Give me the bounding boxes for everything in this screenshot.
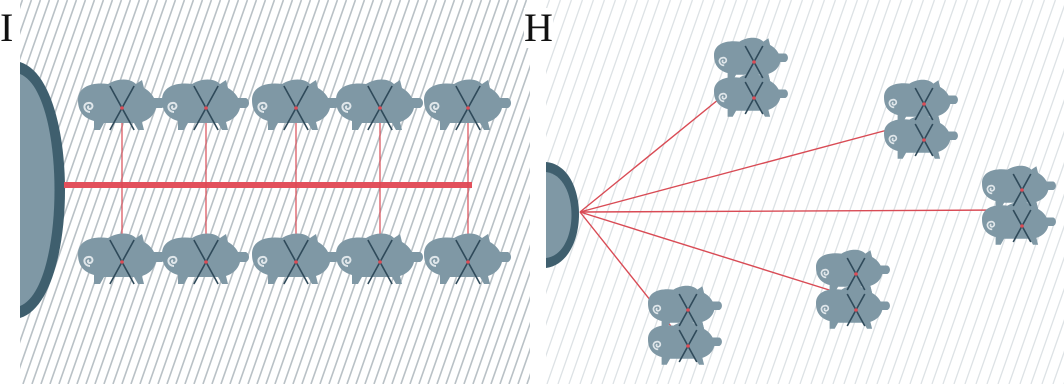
left-diagram bbox=[20, 0, 530, 384]
pig-silhouette-icon bbox=[816, 285, 890, 329]
pig-silhouette-icon bbox=[424, 233, 511, 284]
right-diagram bbox=[546, 0, 1064, 384]
pig-silhouette-icon bbox=[162, 79, 249, 130]
panel-label-left: I bbox=[0, 5, 14, 50]
pig-silhouette-icon bbox=[78, 79, 165, 130]
pig-silhouette-icon bbox=[252, 233, 339, 284]
pig-silhouette-icon bbox=[336, 79, 423, 130]
pig-silhouette-icon bbox=[78, 233, 165, 284]
cross-mark-icon bbox=[1012, 209, 1032, 243]
pig-silhouette-icon bbox=[648, 321, 722, 365]
pig-silhouette-icon bbox=[982, 165, 1056, 209]
cross-mark-icon bbox=[744, 81, 764, 115]
pig-silhouette-icon bbox=[816, 249, 890, 293]
panel-label-right: H bbox=[524, 5, 553, 50]
radial-link bbox=[579, 211, 843, 295]
pig-silhouette-icon bbox=[982, 201, 1056, 245]
radial-link bbox=[579, 123, 911, 213]
cross-mark-icon bbox=[678, 293, 698, 327]
pig-silhouette-icon bbox=[884, 115, 958, 159]
radial-link bbox=[579, 81, 741, 213]
semicircle-hub-icon bbox=[20, 74, 55, 306]
cross-mark-icon bbox=[914, 87, 934, 121]
cross-mark-icon bbox=[914, 123, 934, 157]
right-panel bbox=[546, 0, 1064, 384]
pig-silhouette-icon bbox=[336, 233, 423, 284]
cross-mark-icon bbox=[109, 85, 135, 131]
cross-mark-icon bbox=[744, 45, 764, 79]
cross-mark-icon bbox=[283, 239, 309, 285]
cross-mark-icon bbox=[109, 239, 135, 285]
cross-mark-icon bbox=[367, 85, 393, 131]
cross-mark-icon bbox=[193, 239, 219, 285]
pig-silhouette-icon bbox=[252, 79, 339, 130]
cross-mark-icon bbox=[193, 85, 219, 131]
cross-mark-icon bbox=[1012, 173, 1032, 207]
pig-silhouette-icon bbox=[884, 79, 958, 123]
cross-mark-icon bbox=[455, 239, 481, 285]
cross-mark-icon bbox=[678, 329, 698, 363]
cross-mark-icon bbox=[846, 293, 866, 327]
pig-silhouette-icon bbox=[424, 79, 511, 130]
left-panel bbox=[20, 0, 530, 384]
cross-mark-icon bbox=[367, 239, 393, 285]
cross-mark-icon bbox=[283, 85, 309, 131]
semicircle-hub-icon bbox=[546, 172, 572, 258]
cross-mark-icon bbox=[455, 85, 481, 131]
pig-silhouette-icon bbox=[714, 37, 788, 81]
cross-mark-icon bbox=[846, 257, 866, 291]
radial-link bbox=[579, 209, 1009, 213]
pig-silhouette-icon bbox=[162, 233, 249, 284]
pig-silhouette-icon bbox=[648, 285, 722, 329]
pig-silhouette-icon bbox=[714, 73, 788, 117]
left-hatch bbox=[20, 0, 530, 384]
